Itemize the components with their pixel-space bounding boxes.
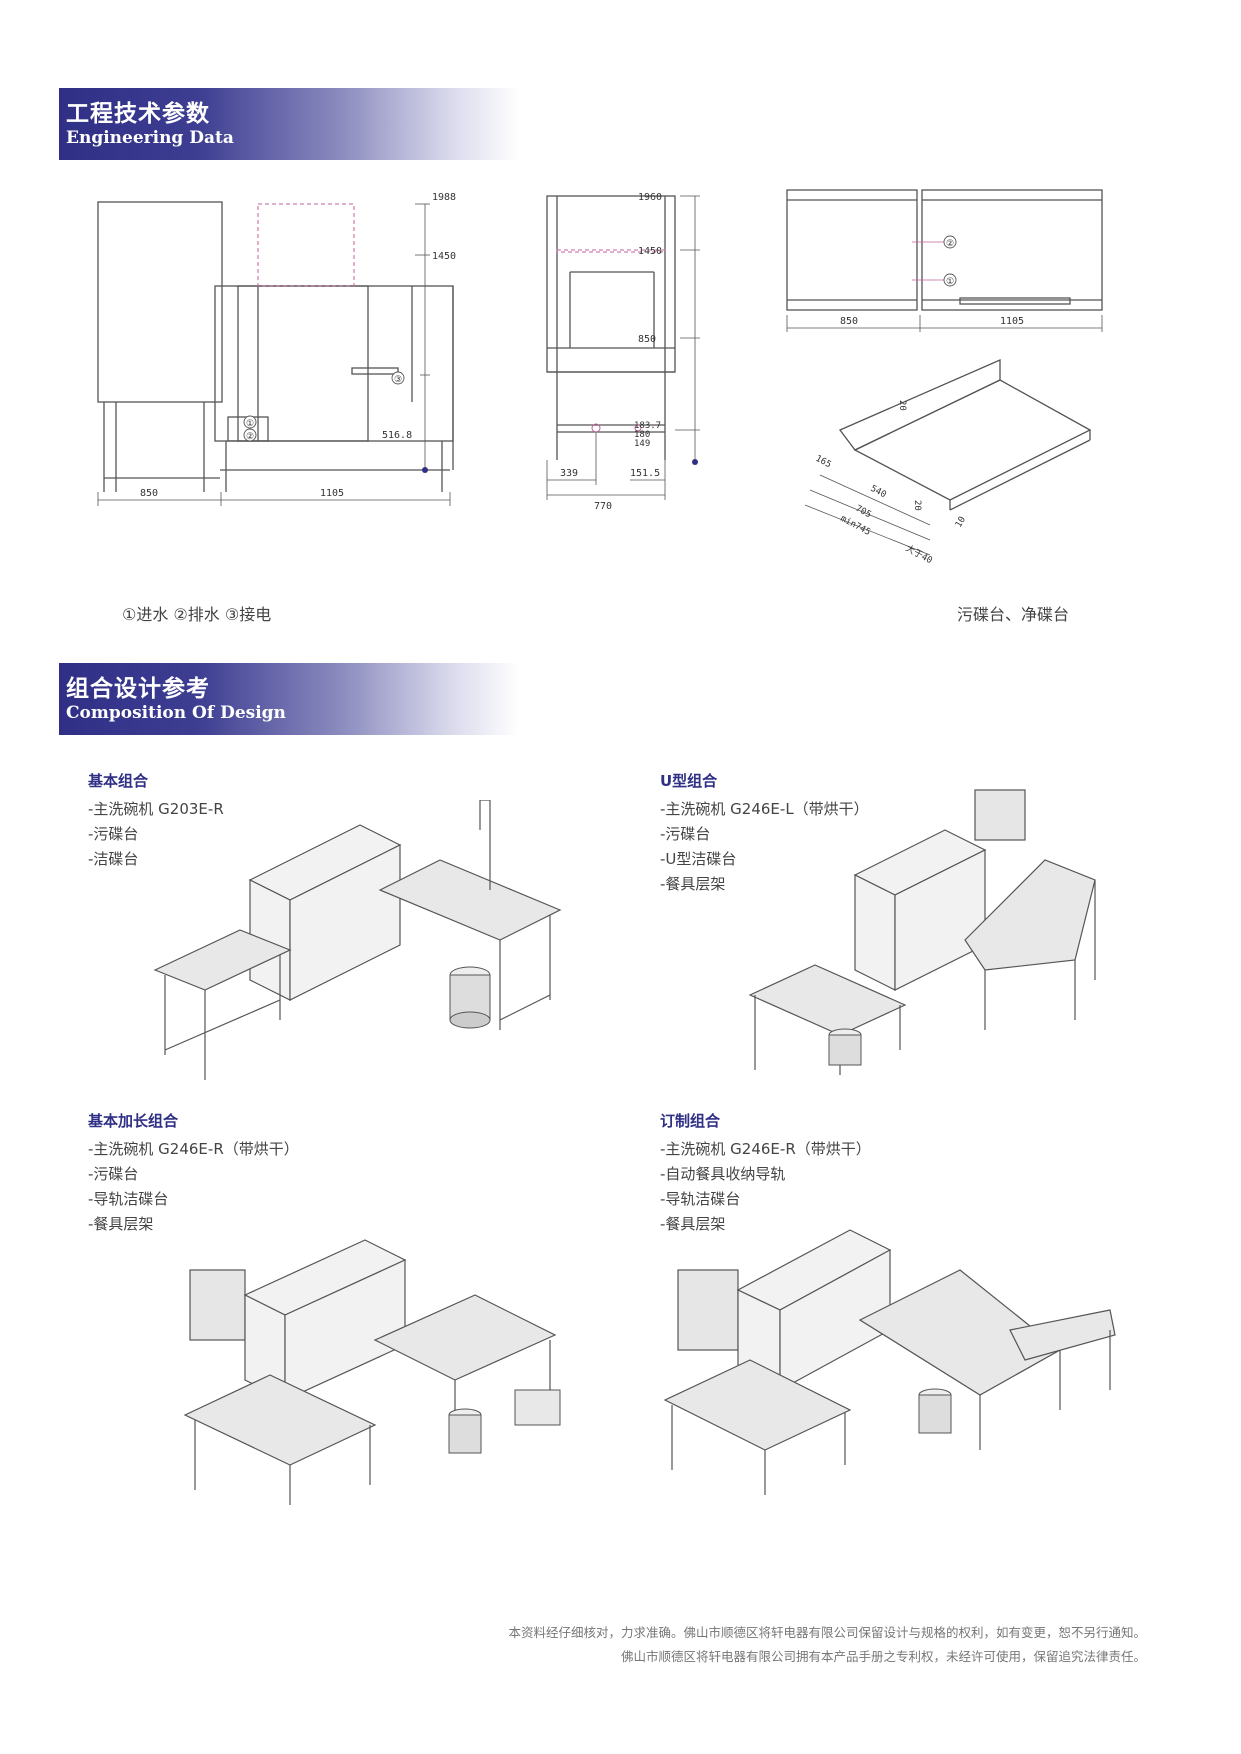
combo-item: -导轨洁碟台 bbox=[88, 1190, 169, 1208]
combo-item: -餐具层架 bbox=[660, 875, 726, 893]
connection-legend: ①进水 ②排水 ③接电 bbox=[122, 605, 272, 624]
side-dim-339: 339 bbox=[560, 468, 578, 479]
section-title-zh: 工程技术参数 bbox=[66, 101, 210, 127]
disclaimer-line-2: 佛山市顺德区将轩电器有限公司拥有本产品手册之专利权，未经许可使用，保留追究法律责… bbox=[620, 1649, 1146, 1664]
combo-custom: 订制组合 -主洗碗机 G246E-R（带烘干） -自动餐具收纳导轨 -导轨洁碟台… bbox=[660, 1110, 871, 1237]
iso-table-drawing: 165 540 705 min745 大于40 20 20 10 bbox=[804, 359, 1092, 566]
side-view-drawing: 1960 1450 850 183.7 180 149 339 151.5 77… bbox=[546, 192, 700, 512]
side-dim-770: 770 bbox=[594, 501, 612, 512]
combo-title: 订制组合 bbox=[660, 1112, 721, 1130]
section-title-en: Engineering Data bbox=[66, 128, 234, 148]
section-title-zh: 组合设计参考 bbox=[66, 676, 210, 702]
combo-item: -自动餐具收纳导轨 bbox=[660, 1165, 786, 1183]
iso-dim-40: 大于40 bbox=[904, 542, 935, 566]
combo-item: -餐具层架 bbox=[660, 1215, 726, 1233]
combo-item: -主洗碗机 G246E-L（带烘干） bbox=[660, 800, 869, 818]
combo-item: -洁碟台 bbox=[88, 850, 139, 868]
illustration-custom-combo bbox=[663, 1229, 1116, 1495]
combo-item: -污碟台 bbox=[88, 1165, 139, 1183]
side-dim-1450: 1450 bbox=[638, 246, 662, 257]
front-view-drawing: ① ② ③ 1988 1450 516.8 850 1105 bbox=[97, 192, 456, 506]
front-dim-1988: 1988 bbox=[432, 192, 456, 203]
illustration-extended-combo bbox=[183, 1239, 561, 1505]
combo-item: -主洗碗机 G246E-R（带烘干） bbox=[660, 1140, 871, 1158]
top-marker-1: ① bbox=[946, 277, 954, 287]
front-dim-1105: 1105 bbox=[320, 488, 344, 499]
engineering-data-header: 工程技术参数 Engineering Data bbox=[59, 88, 519, 160]
side-dim-850: 850 bbox=[638, 334, 656, 345]
top-view-drawing: ② ① 850 1105 bbox=[786, 189, 1103, 332]
combo-item: -主洗碗机 G246E-R（带烘干） bbox=[88, 1140, 299, 1158]
iso-dim-705: 705 bbox=[854, 504, 873, 520]
front-marker-2: ② bbox=[246, 432, 254, 442]
side-dim-1960: 1960 bbox=[638, 192, 662, 203]
combo-title: U型组合 bbox=[660, 772, 718, 790]
composition-header: 组合设计参考 Composition Of Design bbox=[59, 663, 519, 735]
combo-item: -餐具层架 bbox=[88, 1215, 154, 1233]
iso-dim-20b: 20 bbox=[912, 500, 922, 511]
section-title-en: Composition Of Design bbox=[66, 703, 286, 723]
iso-dim-540: 540 bbox=[869, 484, 888, 500]
front-marker-3: ③ bbox=[394, 375, 402, 385]
iso-dim-10: 10 bbox=[954, 515, 968, 529]
front-dim-1450: 1450 bbox=[432, 251, 456, 262]
disclaimer-line-1: 本资料经仔细核对，力求准确。佛山市顺德区将轩电器有限公司保留设计与规格的权利，如… bbox=[508, 1625, 1146, 1640]
combo-item: -污碟台 bbox=[88, 825, 139, 843]
top-marker-2: ② bbox=[946, 239, 954, 249]
combo-u-type: U型组合 -主洗碗机 G246E-L（带烘干） -污碟台 -U型洁碟台 -餐具层… bbox=[660, 770, 869, 897]
iso-dim-20a: 20 bbox=[897, 400, 907, 411]
front-dim-850: 850 bbox=[140, 488, 158, 499]
side-dim-180: 180 bbox=[634, 430, 650, 440]
iso-dim-165: 165 bbox=[814, 454, 833, 470]
illustration-basic-combo bbox=[153, 800, 562, 1080]
illustration-u-combo bbox=[748, 789, 1096, 1075]
combo-item: -导轨洁碟台 bbox=[660, 1190, 741, 1208]
combo-title: 基本加长组合 bbox=[88, 1112, 179, 1130]
combo-item: -污碟台 bbox=[660, 825, 711, 843]
top-dim-1105: 1105 bbox=[1000, 316, 1024, 327]
side-dim-183: 183.7 bbox=[634, 421, 661, 431]
combo-item: -主洗碗机 G203E-R bbox=[88, 800, 224, 818]
front-marker-1: ① bbox=[246, 419, 254, 429]
combo-basic: 基本组合 -主洗碗机 G203E-R -污碟台 -洁碟台 bbox=[88, 770, 224, 872]
top-dim-850: 850 bbox=[840, 316, 858, 327]
combo-title: 基本组合 bbox=[88, 772, 149, 790]
side-dim-149: 149 bbox=[634, 439, 650, 449]
combo-basic-extended: 基本加长组合 -主洗碗机 G246E-R（带烘干） -污碟台 -导轨洁碟台 -餐… bbox=[88, 1110, 299, 1237]
side-dim-151: 151.5 bbox=[630, 468, 660, 479]
tables-caption: 污碟台、净碟台 bbox=[957, 605, 1070, 624]
front-dim-516: 516.8 bbox=[382, 430, 412, 441]
combo-item: -U型洁碟台 bbox=[660, 850, 737, 868]
